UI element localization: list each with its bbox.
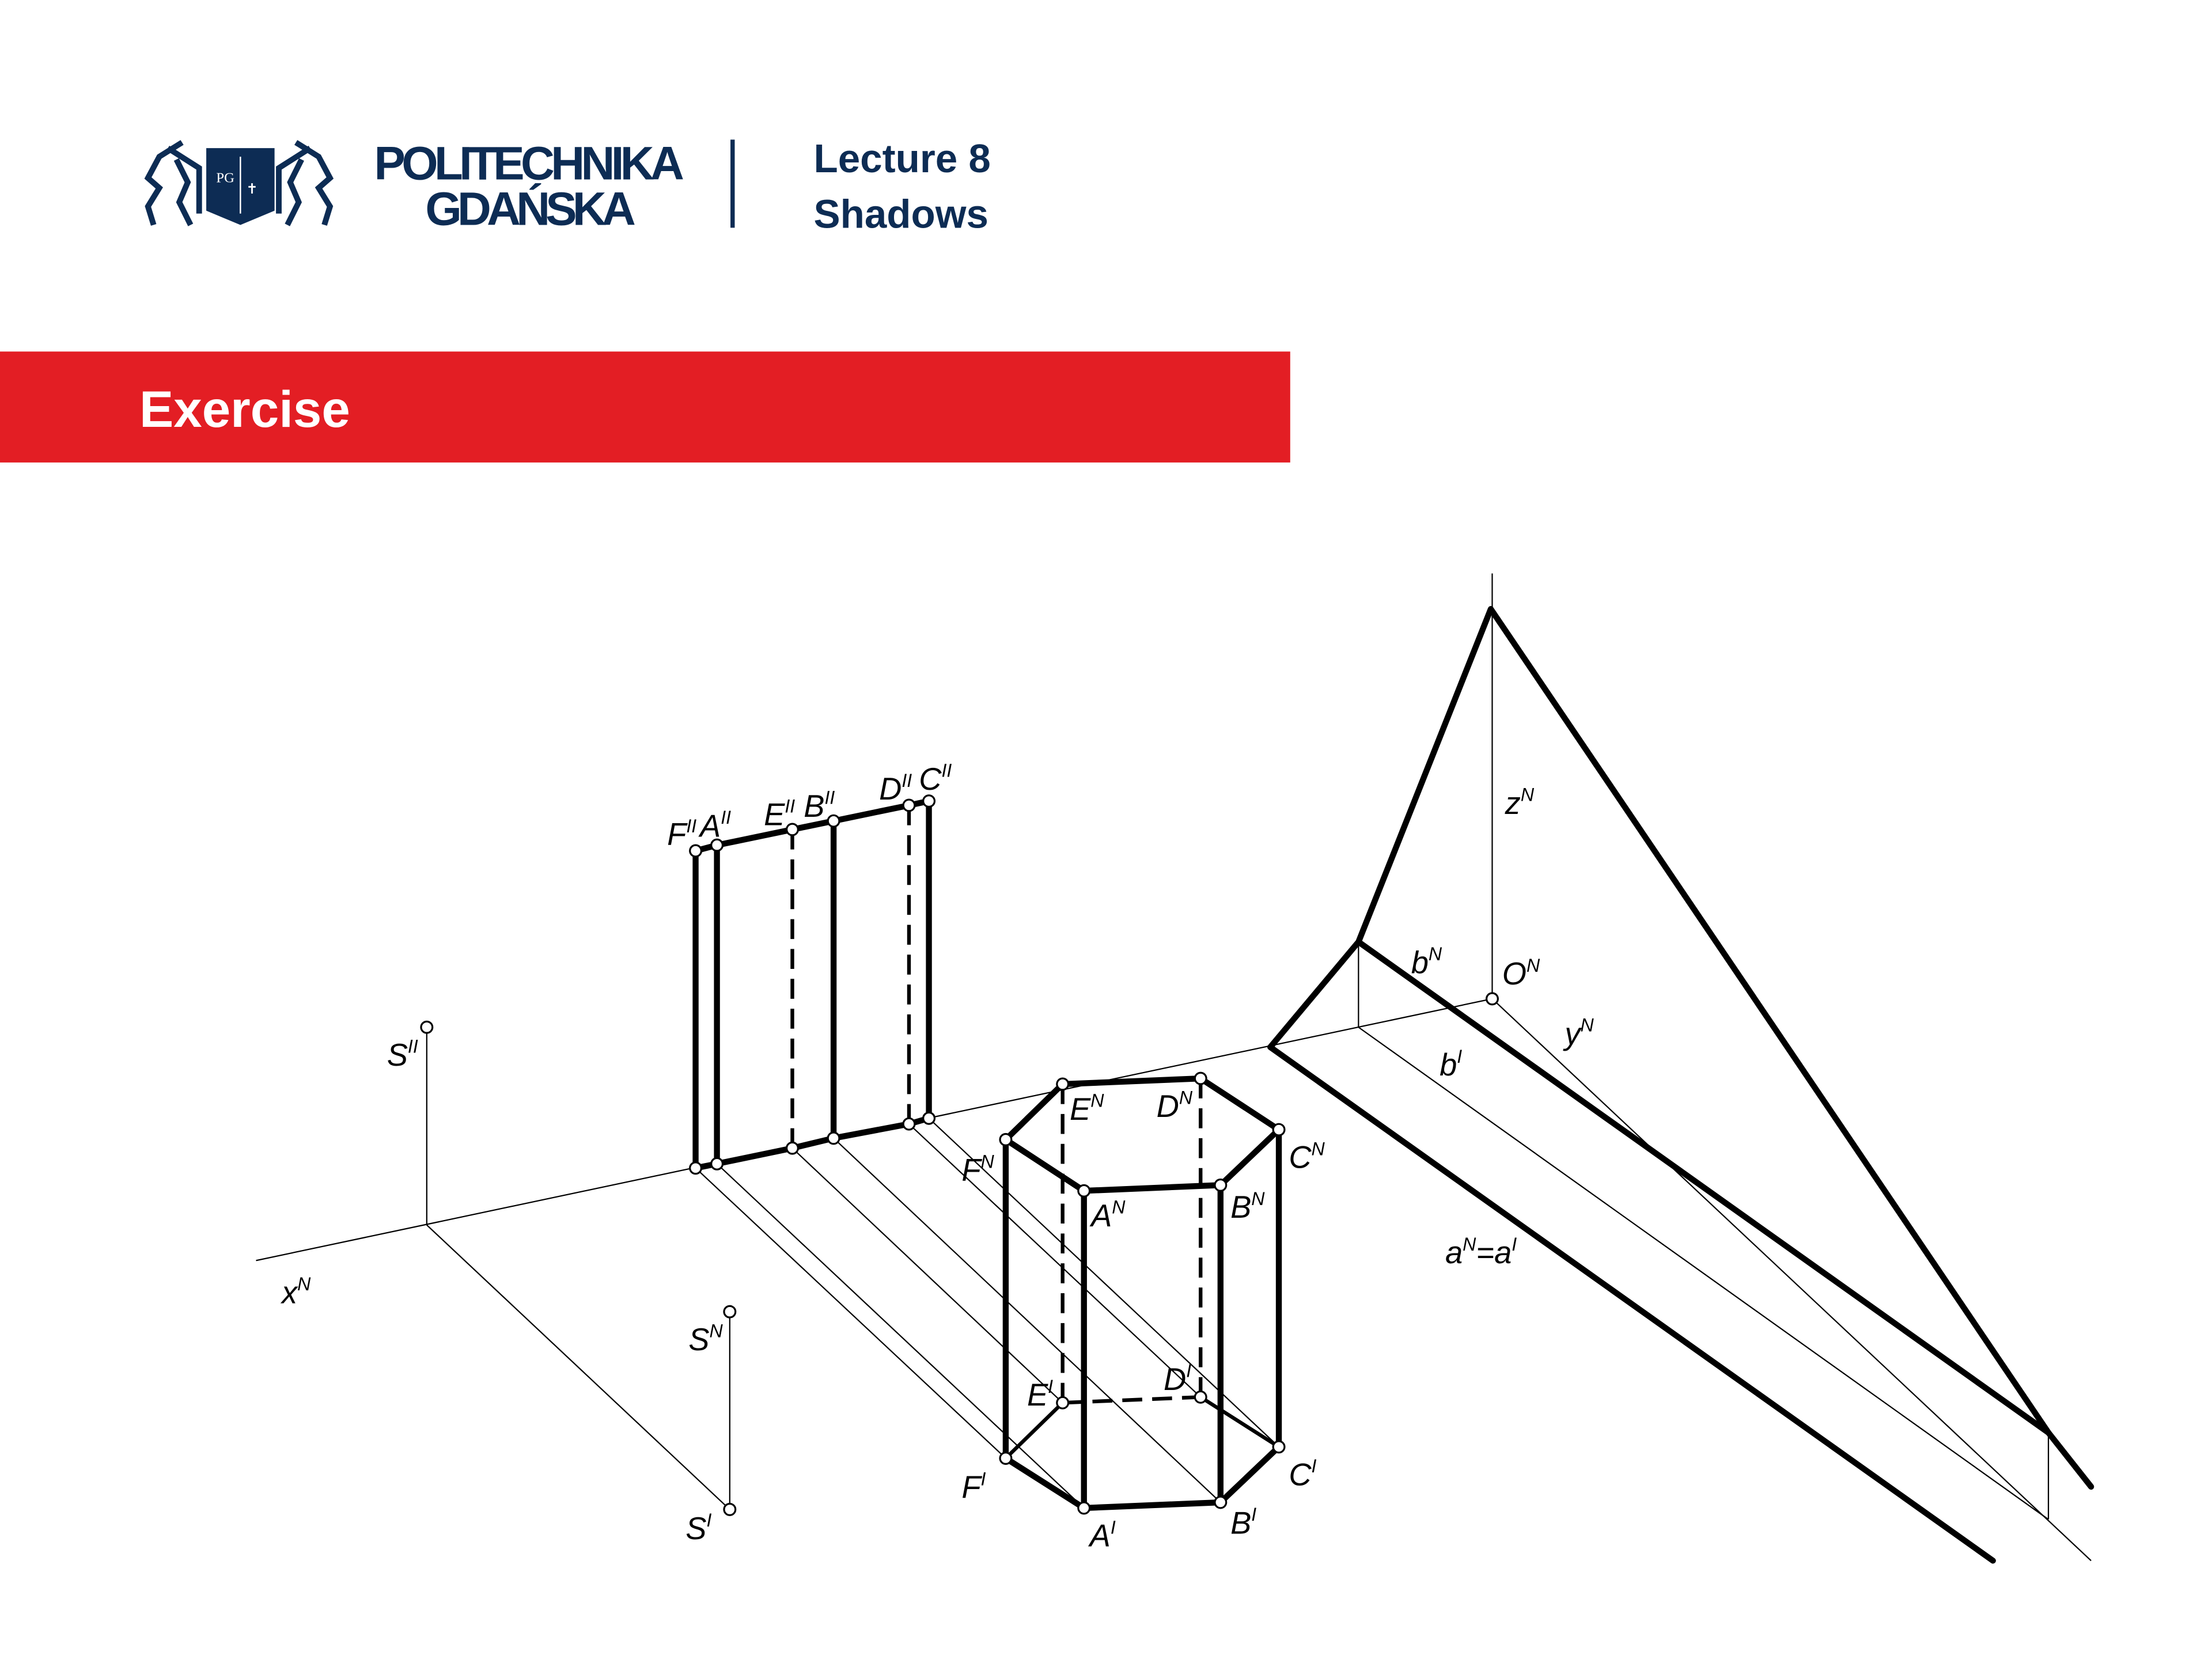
section-banner	[0, 351, 1290, 463]
shadow-construction-drawing: FII AII EII BII DII CII SII SN SI xN EN …	[256, 573, 2094, 1564]
label-DN: DN	[1157, 1088, 1193, 1124]
shadow-planes	[1267, 606, 2094, 1564]
label-AN: AN	[1089, 1197, 1126, 1233]
label-EN: EN	[1070, 1090, 1104, 1127]
label-xN: xN	[280, 1274, 311, 1310]
label-yN: yN	[1562, 1015, 1594, 1051]
label-D2: DII	[879, 770, 912, 806]
label-BN: BN	[1230, 1188, 1265, 1225]
labels: FII AII EII BII DII CII SII SN SI xN EN …	[280, 760, 1594, 1554]
label-E2: EII	[764, 796, 795, 832]
griffin-left-icon	[144, 140, 202, 226]
y-axis	[1491, 998, 2092, 1562]
label-ON: ON	[1502, 955, 1540, 991]
label-D1: DI	[1164, 1361, 1191, 1397]
hexagonal-prism	[1002, 1075, 1282, 1512]
label-S1: SI	[685, 1510, 711, 1546]
griffin-right-icon	[276, 140, 334, 226]
label-aN-equals-a1: aN=aI	[1445, 1234, 1517, 1270]
label-F1: FI	[961, 1468, 986, 1505]
logo-text: PG	[216, 170, 234, 185]
points	[420, 794, 1499, 1516]
label-C2: CII	[919, 760, 952, 797]
label-F2: FII	[667, 816, 696, 852]
lecture-topic: Shadows	[814, 191, 988, 236]
label-A1: AI	[1088, 1517, 1116, 1553]
label-C1: CI	[1289, 1456, 1316, 1492]
university-name-line1: POLITECHNIKA	[374, 137, 684, 190]
label-B1: BI	[1230, 1504, 1256, 1540]
projection-lines	[695, 1118, 1279, 1509]
university-name-line2: GDAŃSKA	[425, 183, 635, 235]
label-zN: zN	[1505, 785, 1535, 821]
label-A2: AII	[698, 807, 731, 843]
label-bN: bN	[1411, 944, 1442, 980]
label-S2: SII	[387, 1036, 418, 1073]
label-SN: SN	[688, 1321, 723, 1357]
s-projector	[426, 1224, 730, 1510]
lecture-number: Lecture 8	[814, 136, 991, 181]
cross-icon: ✝	[246, 181, 258, 197]
label-E1: EI	[1027, 1376, 1053, 1412]
label-b1: bI	[1440, 1046, 1462, 1082]
label-FN: FN	[961, 1152, 994, 1188]
prism-front-view	[692, 798, 932, 1171]
section-title: Exercise	[139, 381, 350, 438]
label-B2: BII	[804, 787, 835, 824]
label-CN: CN	[1289, 1139, 1325, 1175]
university-logo: PG ✝	[144, 140, 334, 226]
